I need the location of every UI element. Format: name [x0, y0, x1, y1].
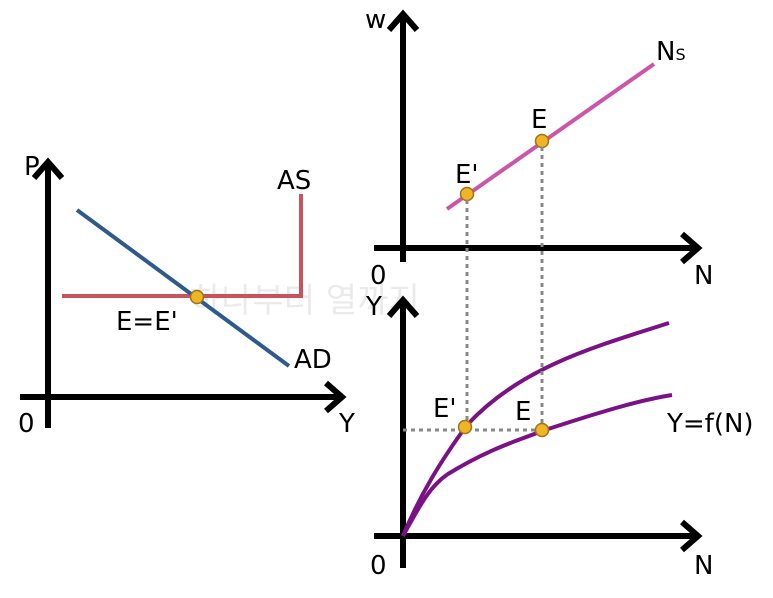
- production-y-axis-label: Y: [365, 292, 382, 322]
- labor-y-axis-label: w: [365, 5, 386, 35]
- production-point-e-prime: [457, 419, 473, 435]
- production-x-axis-label: N: [694, 551, 713, 581]
- production-function-graph: Y N 0 E' E Y=f(N): [365, 292, 754, 581]
- production-x-axis-arrowhead: [680, 519, 703, 553]
- left-x-axis-label: Y: [338, 409, 355, 439]
- labor-point-e-label: E: [531, 105, 547, 135]
- labor-point-e-prime-label: E': [455, 160, 479, 190]
- ad-label: AD: [294, 345, 332, 375]
- labor-point-e: [534, 133, 550, 149]
- labor-origin-label: 0: [370, 261, 387, 291]
- equilibrium-label-left: E=E': [116, 307, 178, 337]
- labor-supply-label: NS: [656, 37, 686, 67]
- production-curve-lower: [401, 393, 673, 537]
- labor-y-axis-arrowhead: [386, 9, 420, 32]
- production-origin-label: 0: [370, 551, 387, 581]
- as-label: AS: [277, 166, 311, 196]
- labor-x-axis-arrowhead: [680, 231, 703, 265]
- production-y-axis-arrowhead: [386, 295, 420, 318]
- left-origin-label: 0: [18, 409, 35, 439]
- as-ad-graph: P Y 0 AS AD E=E': [18, 152, 355, 439]
- left-x-axis-arrowhead: [324, 380, 347, 414]
- as-curve: [62, 194, 303, 298]
- left-y-axis-label: P: [24, 152, 40, 182]
- production-curve-upper: [401, 321, 670, 537]
- labor-market-graph: w N 0 NS E E': [365, 5, 713, 291]
- left-y-axis-arrowhead: [31, 157, 65, 180]
- ad-curve: [75, 208, 291, 368]
- watermark-text: 하나부터 열까지: [190, 281, 420, 321]
- production-function-label: Y=f(N): [666, 409, 754, 439]
- labor-supply-curve: [445, 62, 656, 211]
- production-point-e-label: E: [515, 397, 531, 427]
- equilibrium-point-left: [189, 289, 205, 305]
- production-point-e: [534, 422, 550, 438]
- labor-x-axis-label: N: [694, 261, 713, 291]
- production-point-e-prime-label: E': [433, 394, 457, 424]
